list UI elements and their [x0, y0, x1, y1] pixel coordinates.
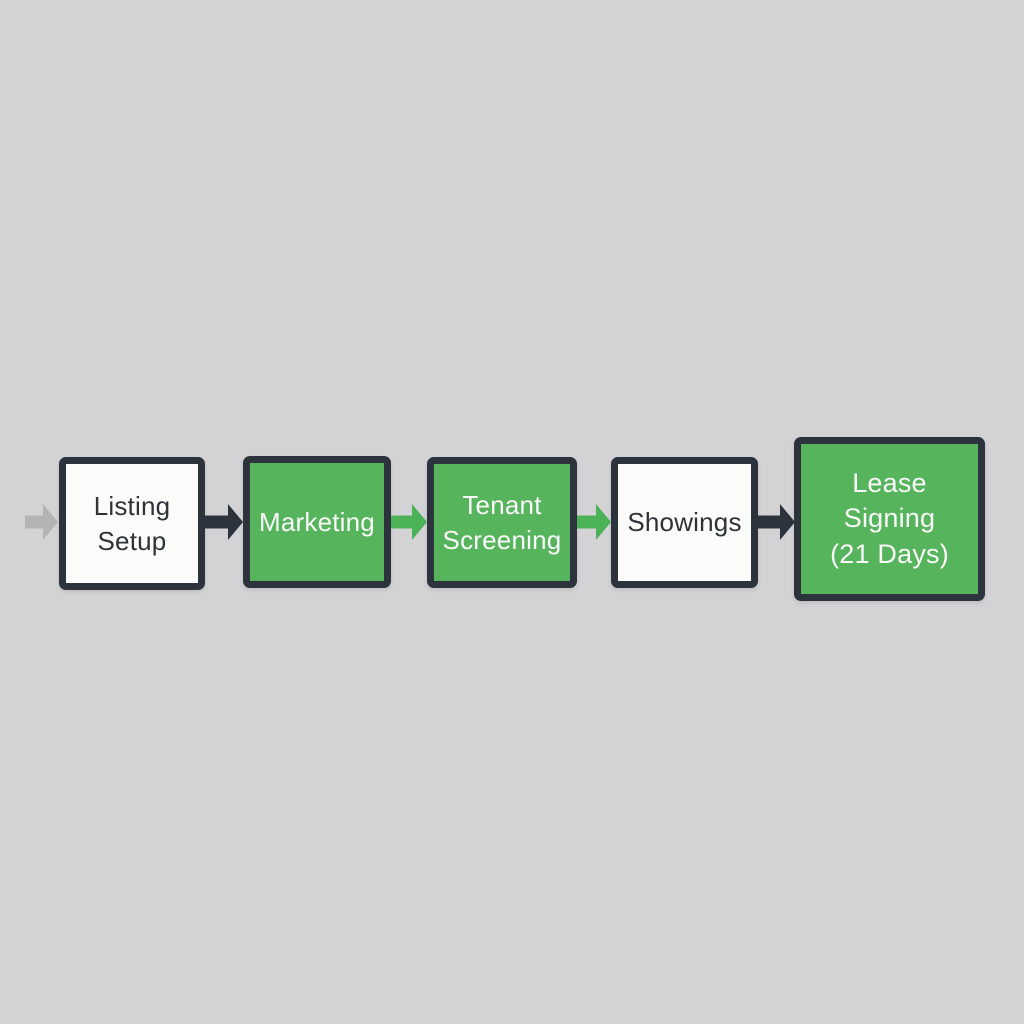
arrow-shaft: [204, 515, 229, 529]
arrow-listing-setup-to-marketing-icon: [204, 504, 243, 540]
arrow-head: [596, 504, 611, 540]
step-box-marketing: Marketing: [243, 456, 391, 588]
step-label-tenant-screening: Tenant Screening: [442, 490, 562, 555]
step-label-lease-signing: Lease Signing (21 Days): [830, 467, 949, 569]
start-arrow-icon: [25, 504, 58, 540]
arrow-head: [780, 504, 795, 540]
arrow-head: [228, 504, 243, 540]
step-box-tenant-screening: Tenant Screening: [427, 457, 577, 588]
arrow-shaft: [25, 515, 44, 529]
step-label-showings: Showings: [627, 507, 742, 538]
step-label-marketing: Marketing: [259, 506, 375, 537]
step-box-listing-setup: Listing Setup: [59, 457, 205, 590]
step-box-lease-signing: Lease Signing (21 Days): [794, 437, 985, 601]
step-label-listing-setup: Listing Setup: [93, 491, 171, 556]
arrow-showings-to-lease-signing-icon: [757, 504, 795, 540]
arrow-marketing-to-tenant-screening-icon: [391, 504, 427, 540]
arrow-tenant-screening-to-showings-icon: [577, 504, 611, 540]
step-box-showings: Showings: [611, 457, 758, 588]
arrow-head: [43, 504, 58, 540]
arrow-head: [412, 504, 427, 540]
arrow-shaft: [391, 515, 413, 529]
arrow-shaft: [577, 515, 597, 529]
arrow-shaft: [757, 515, 781, 529]
